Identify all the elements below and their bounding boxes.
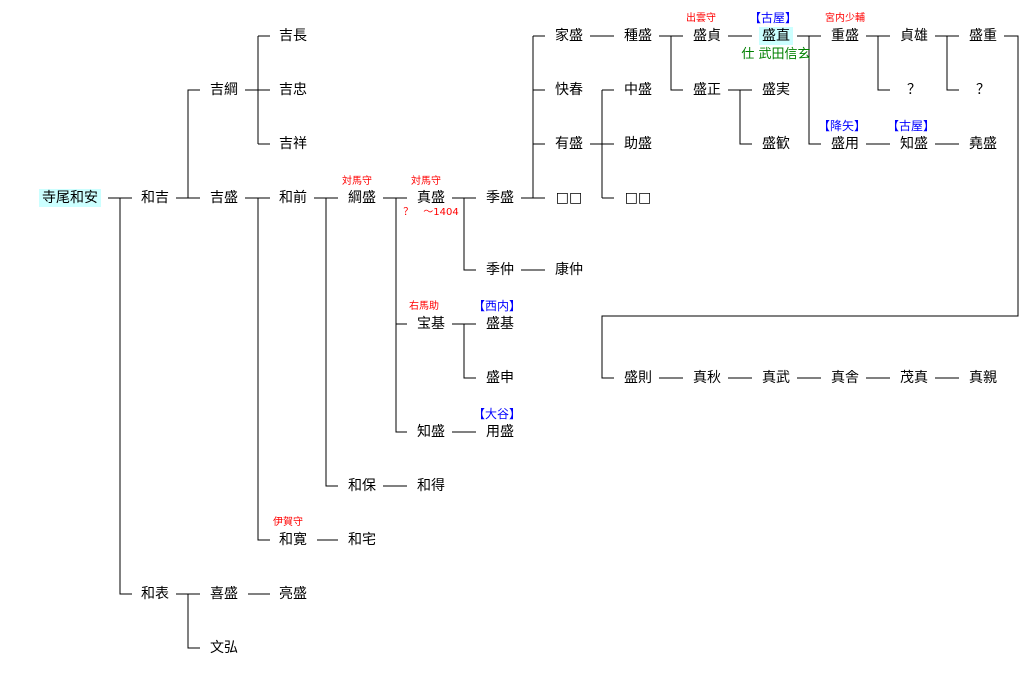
title-annotation: 対馬守 bbox=[411, 176, 441, 187]
person-node[interactable]: 盛貞 bbox=[693, 28, 721, 44]
person-node[interactable]: 和宅 bbox=[348, 532, 376, 548]
date-annotation: ？ ～1404 bbox=[403, 207, 459, 218]
person-node[interactable]: 家盛 bbox=[555, 28, 583, 44]
person-node[interactable]: 盛申 bbox=[486, 370, 514, 386]
person-node[interactable]: 亮盛 bbox=[279, 586, 307, 602]
person-node-unknown[interactable]: ？ bbox=[976, 82, 990, 98]
person-node[interactable]: 季仲 bbox=[486, 262, 514, 278]
person-node[interactable]: 真盛 bbox=[417, 190, 445, 206]
person-node[interactable]: 盛重 bbox=[969, 28, 997, 44]
title-annotation: 対馬守 bbox=[342, 176, 372, 187]
person-node[interactable]: 吉長 bbox=[279, 28, 307, 44]
clan-annotation: 【大谷】 bbox=[472, 407, 522, 421]
person-node[interactable]: 有盛 bbox=[555, 136, 583, 152]
person-node[interactable]: 中盛 bbox=[624, 82, 652, 98]
person-node[interactable]: 和前 bbox=[279, 190, 307, 206]
person-node[interactable]: 吉忠 bbox=[279, 82, 307, 98]
person-node[interactable]: 和得 bbox=[417, 478, 445, 494]
person-node[interactable]: 和吉 bbox=[141, 190, 169, 206]
person-node[interactable]: 重盛 bbox=[831, 28, 859, 44]
person-node[interactable]: 助盛 bbox=[624, 136, 652, 152]
title-annotation: 出雲守 bbox=[686, 13, 716, 24]
person-node-unknown[interactable]: □□ bbox=[624, 190, 652, 206]
person-node[interactable]: 知盛 bbox=[900, 136, 928, 152]
person-node[interactable]: 文弘 bbox=[210, 640, 238, 656]
clan-annotation: 【古屋】 bbox=[886, 119, 936, 133]
person-node[interactable]: 真秋 bbox=[693, 370, 721, 386]
service-annotation: 仕 武田信玄 bbox=[741, 47, 811, 62]
person-node-highlighted[interactable]: 盛直 bbox=[759, 27, 793, 45]
person-node[interactable]: 真武 bbox=[762, 370, 790, 386]
person-node[interactable]: 用盛 bbox=[486, 424, 514, 440]
person-node[interactable]: 真親 bbox=[969, 370, 997, 386]
person-node[interactable]: 和寛 bbox=[279, 532, 307, 548]
person-node[interactable]: 康仲 bbox=[555, 262, 583, 278]
person-node[interactable]: 盛正 bbox=[693, 82, 721, 98]
person-node[interactable]: 快春 bbox=[555, 82, 583, 98]
person-node[interactable]: 季盛 bbox=[486, 190, 514, 206]
clan-annotation: 【古屋】 bbox=[748, 11, 798, 25]
person-root[interactable]: 寺尾和安 bbox=[39, 189, 101, 207]
clan-annotation: 【西内】 bbox=[472, 299, 522, 313]
person-node[interactable]: 吉盛 bbox=[210, 190, 238, 206]
title-annotation: 伊賀守 bbox=[273, 517, 303, 528]
person-node[interactable]: 種盛 bbox=[624, 28, 652, 44]
person-node[interactable]: 和保 bbox=[348, 478, 376, 494]
person-node[interactable]: 綱盛 bbox=[348, 190, 376, 206]
person-node[interactable]: 和表 bbox=[141, 586, 169, 602]
person-node[interactable]: 吉祥 bbox=[279, 136, 307, 152]
title-annotation: 右馬助 bbox=[409, 301, 439, 312]
person-node-unknown[interactable]: □□ bbox=[555, 190, 583, 206]
person-node-unknown[interactable]: ？ bbox=[907, 82, 921, 98]
person-node[interactable]: 真舎 bbox=[831, 370, 859, 386]
person-node[interactable]: 盛歓 bbox=[762, 136, 790, 152]
person-node[interactable]: 喜盛 bbox=[210, 586, 238, 602]
title-annotation: 宮内少輔 bbox=[825, 13, 865, 24]
person-node[interactable]: 知盛 bbox=[417, 424, 445, 440]
person-node[interactable]: 茂真 bbox=[900, 370, 928, 386]
clan-annotation: 【降矢】 bbox=[817, 119, 867, 133]
person-node[interactable]: 吉綱 bbox=[210, 82, 238, 98]
person-node[interactable]: 盛用 bbox=[831, 136, 859, 152]
person-node[interactable]: 堯盛 bbox=[969, 136, 997, 152]
person-node[interactable]: 盛実 bbox=[762, 82, 790, 98]
person-node[interactable]: 貞雄 bbox=[900, 28, 928, 44]
person-node[interactable]: 盛基 bbox=[486, 316, 514, 332]
person-node[interactable]: 盛則 bbox=[624, 370, 652, 386]
person-node[interactable]: 宝基 bbox=[417, 316, 445, 332]
